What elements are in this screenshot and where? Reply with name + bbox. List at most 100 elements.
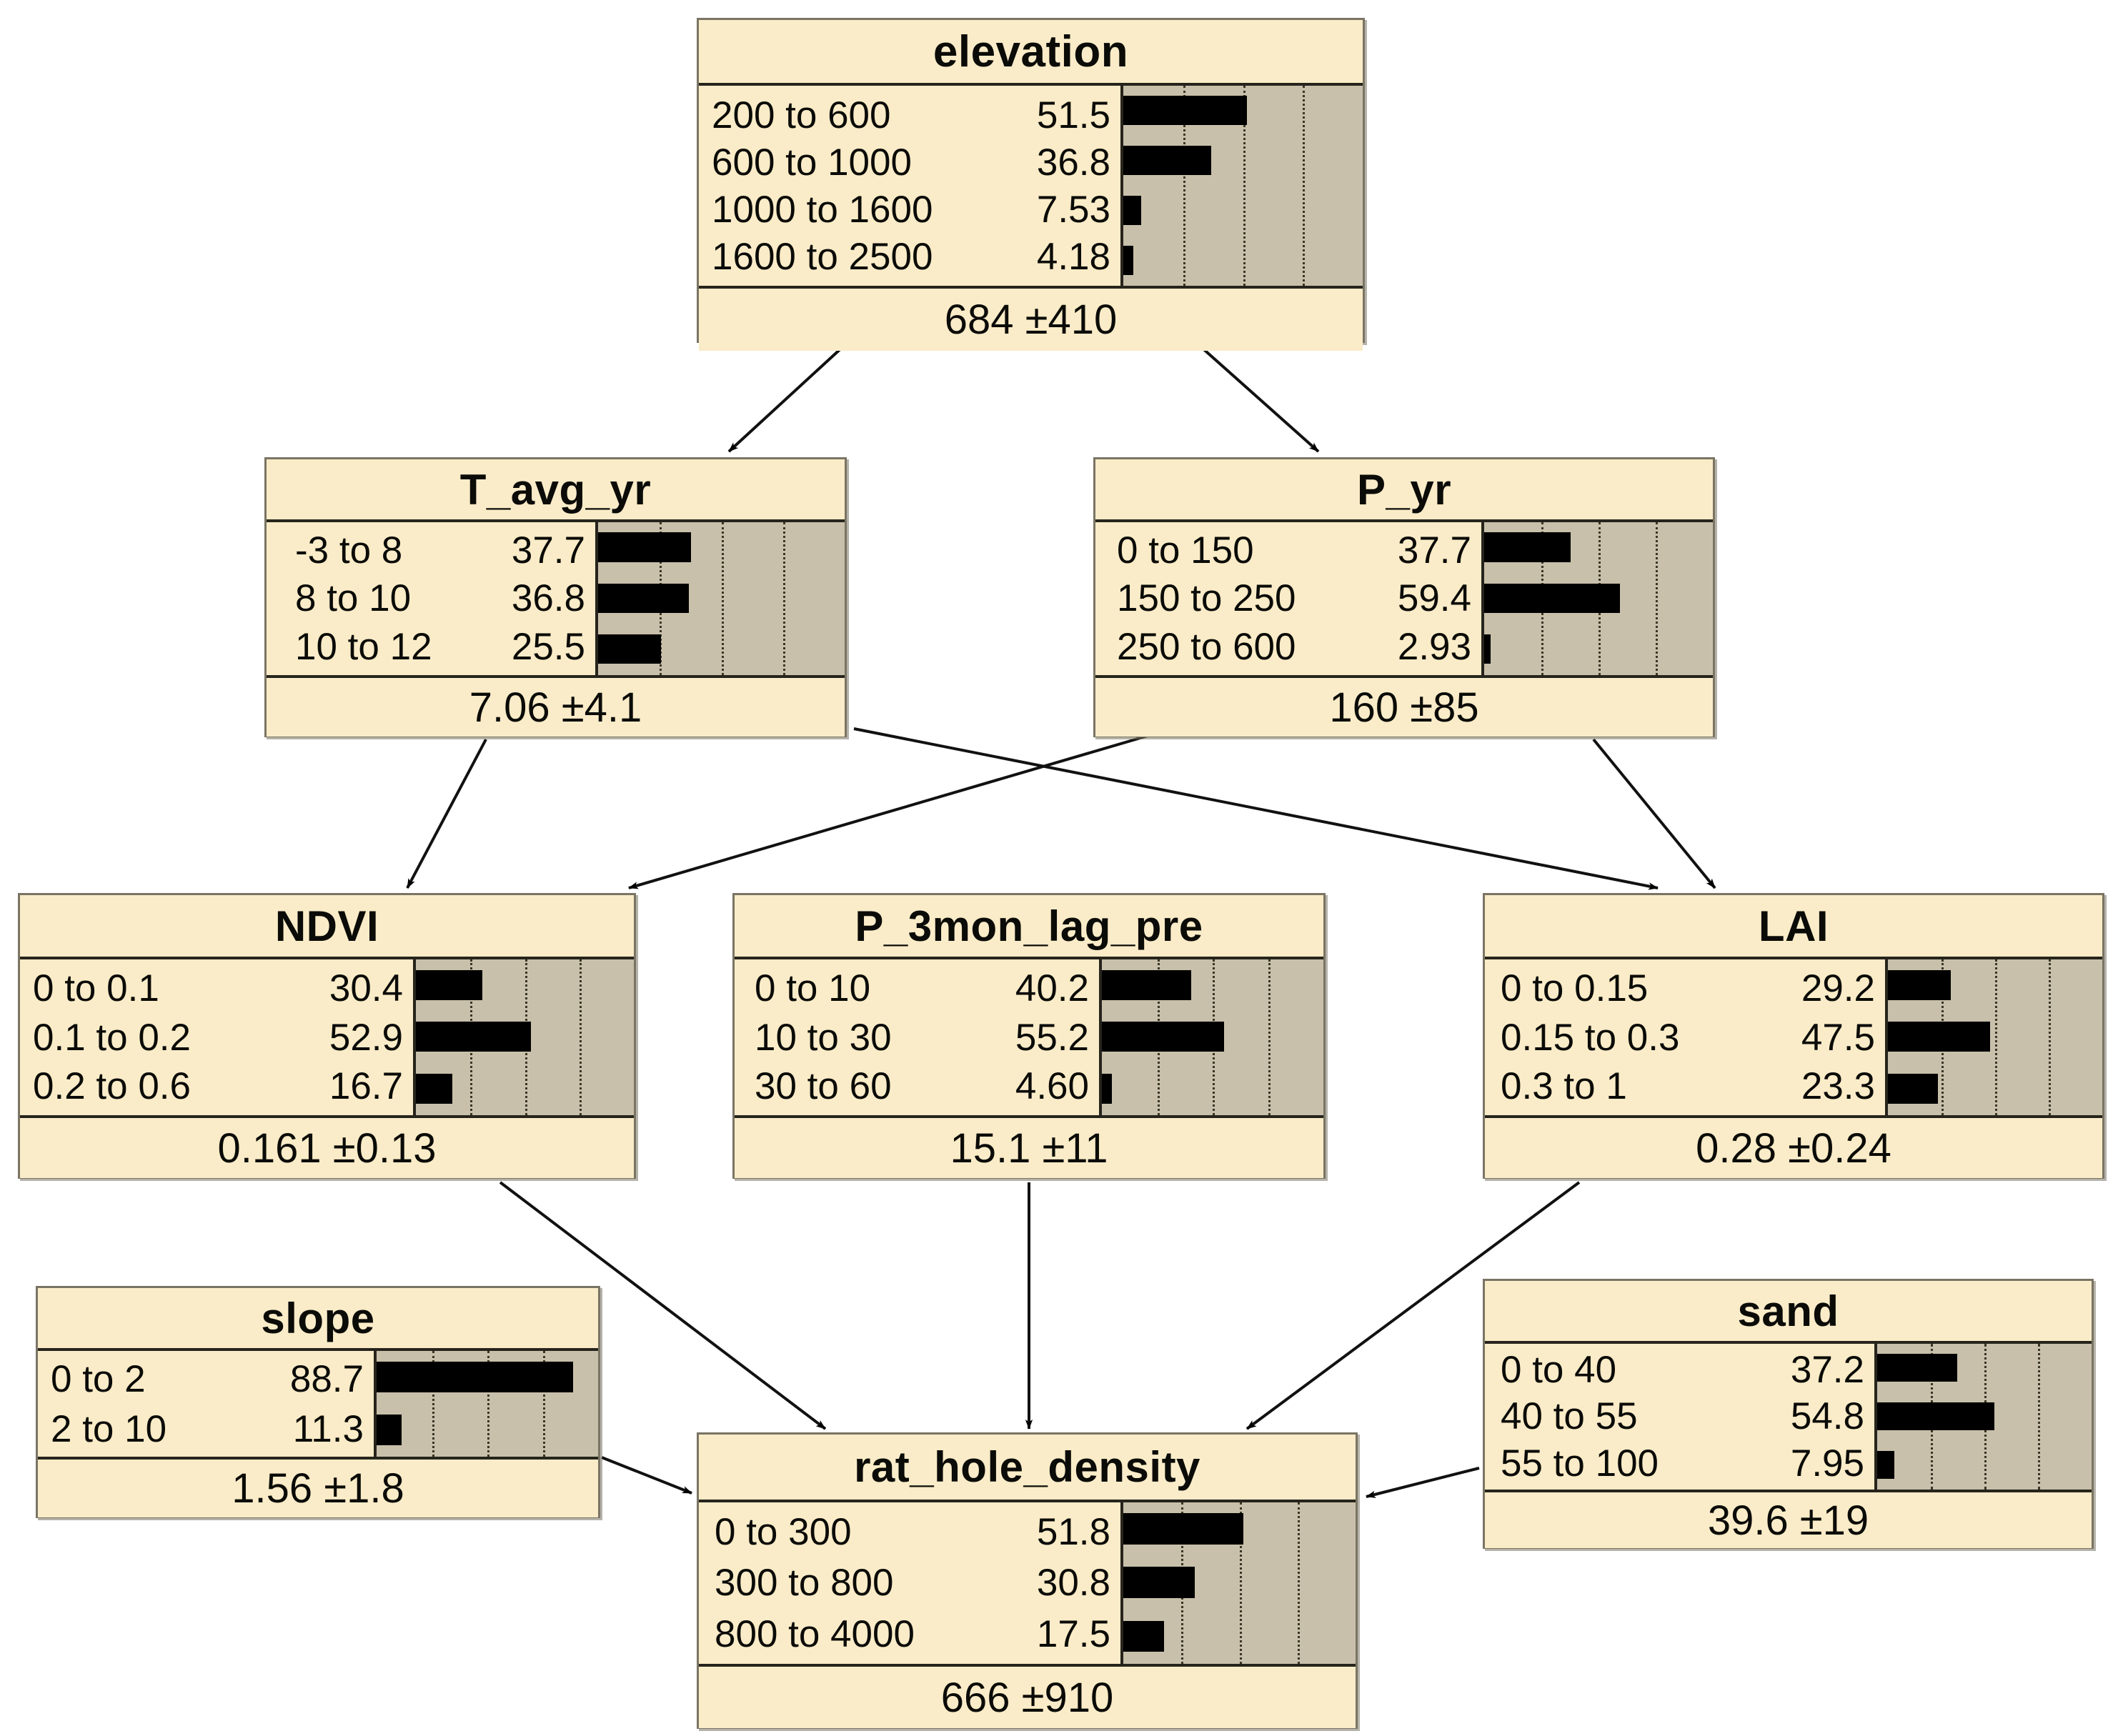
- bar: [416, 1022, 532, 1052]
- node-slope[interactable]: slope 0 to 2 88.7 2 to 10 11.3 1.56 ±1.8: [36, 1286, 600, 1518]
- state-label: 0 to 2: [51, 1357, 146, 1400]
- state-label: 800 to 4000: [715, 1612, 915, 1655]
- gridline: [721, 522, 724, 675]
- edge-elevation-to-T_avg_yr: [727, 345, 845, 453]
- state-label: 0.3 to 1: [1501, 1065, 1627, 1108]
- state-value: 17.5: [1036, 1612, 1110, 1655]
- bar-track: [1123, 1567, 1356, 1599]
- state-value: 40.2: [1015, 967, 1089, 1009]
- state-value: 30.4: [329, 967, 403, 1009]
- bar-track: [416, 1073, 634, 1104]
- state-label: 1600 to 2500: [712, 235, 933, 278]
- state-value: 4.60: [1015, 1065, 1089, 1108]
- state-value: 4.18: [1036, 235, 1110, 278]
- bar-track: [1888, 1022, 2102, 1052]
- state-labels-slope: 0 to 2 88.7 2 to 10 11.3: [38, 1351, 374, 1457]
- bar-chart-T_avg_yr: [595, 522, 845, 675]
- bar: [1484, 583, 1621, 613]
- gridline: [782, 522, 785, 675]
- state-label: 0 to 0.1: [33, 967, 159, 1009]
- bar-track: [1484, 532, 1713, 562]
- bar: [598, 532, 692, 562]
- bar: [1484, 634, 1491, 664]
- state-label: 0.1 to 0.2: [33, 1016, 192, 1059]
- node-sand[interactable]: sand 0 to 40 37.2 40 to 55 54.8 55 to 10…: [1483, 1279, 2094, 1549]
- state-label: 0.15 to 0.3: [1501, 1016, 1680, 1059]
- node-T_avg_yr[interactable]: T_avg_yr -3 to 8 37.7 8 to 10 36.8 10 to…: [264, 457, 847, 737]
- node-title-LAI: LAI: [1485, 895, 2102, 959]
- node-title-NDVI: NDVI: [20, 895, 634, 959]
- state-label: 300 to 800: [715, 1562, 894, 1605]
- gridline: [579, 959, 582, 1115]
- state-row: 0 to 0.15 29.2: [1501, 964, 1875, 1013]
- gridline: [1656, 522, 1658, 675]
- bar-track: [1877, 1450, 2092, 1480]
- node-NDVI[interactable]: NDVI 0 to 0.1 30.4 0.1 to 0.2 52.9 0.2 t…: [18, 893, 636, 1179]
- bar: [1102, 969, 1191, 1000]
- bar: [1102, 1073, 1113, 1104]
- bar: [1888, 969, 1951, 1000]
- state-row: 0 to 300 51.8: [715, 1507, 1110, 1557]
- state-label: 0 to 300: [715, 1511, 852, 1554]
- node-rat_hole_density[interactable]: rat_hole_density 0 to 300 51.8 300 to 80…: [697, 1432, 1358, 1729]
- node-summary-elevation: 684 ±410: [699, 289, 1363, 351]
- node-P_3mon_lag_pre[interactable]: P_3mon_lag_pre 0 to 10 40.2 10 to 30 55.…: [732, 893, 1326, 1179]
- state-label: 10 to 30: [755, 1016, 892, 1059]
- state-label: 1000 to 1600: [712, 188, 933, 231]
- node-P_yr[interactable]: P_yr 0 to 150 37.7 150 to 250 59.4 250 t…: [1093, 457, 1715, 737]
- state-label: 150 to 250: [1117, 577, 1296, 620]
- node-LAI[interactable]: LAI 0 to 0.15 29.2 0.15 to 0.3 47.5 0.3 …: [1483, 893, 2104, 1179]
- gridline: [487, 1351, 489, 1457]
- state-row: 250 to 600 2.93: [1117, 623, 1471, 671]
- bar-track: [1888, 969, 2102, 1000]
- state-row: 55 to 100 7.95: [1501, 1440, 1864, 1487]
- state-label: 600 to 1000: [712, 141, 912, 184]
- state-value: 2.93: [1397, 625, 1471, 668]
- state-labels-LAI: 0 to 0.15 29.2 0.15 to 0.3 47.5 0.3 to 1…: [1485, 959, 1885, 1115]
- node-body-slope: 0 to 2 88.7 2 to 10 11.3: [38, 1351, 598, 1460]
- state-value: 36.8: [1036, 141, 1110, 184]
- node-body-NDVI: 0 to 0.1 30.4 0.1 to 0.2 52.9 0.2 to 0.6…: [20, 959, 634, 1118]
- state-labels-NDVI: 0 to 0.1 30.4 0.1 to 0.2 52.9 0.2 to 0.6…: [20, 959, 413, 1115]
- bar: [1102, 1022, 1225, 1052]
- state-row: 40 to 55 54.8: [1501, 1393, 1864, 1440]
- node-title-slope: slope: [38, 1288, 598, 1351]
- state-row: 0.3 to 1 23.3: [1501, 1062, 1875, 1111]
- state-row: 0 to 0.1 30.4: [33, 964, 403, 1013]
- state-label: 10 to 12: [295, 625, 432, 668]
- state-value: 55.2: [1015, 1016, 1089, 1059]
- node-summary-P_yr: 160 ±85: [1095, 678, 1713, 737]
- node-body-P_yr: 0 to 150 37.7 150 to 250 59.4 250 to 600…: [1095, 522, 1713, 678]
- state-row: 0 to 150 37.7: [1117, 527, 1471, 574]
- state-label: 0 to 150: [1117, 529, 1254, 572]
- state-row: 150 to 250 59.4: [1117, 574, 1471, 622]
- state-label: 0 to 40: [1501, 1349, 1617, 1392]
- state-label: 0.2 to 0.6: [33, 1065, 192, 1108]
- state-value: 59.4: [1397, 577, 1471, 620]
- state-row: 8 to 10 36.8: [295, 574, 585, 622]
- bar: [1123, 96, 1247, 125]
- node-elevation[interactable]: elevation 200 to 600 51.5 600 to 1000 36…: [697, 18, 1365, 351]
- state-label: 55 to 100: [1501, 1442, 1659, 1485]
- node-body-elevation: 200 to 600 51.5 600 to 1000 36.8 1000 to…: [699, 86, 1363, 289]
- state-labels-P_yr: 0 to 150 37.7 150 to 250 59.4 250 to 600…: [1095, 522, 1481, 675]
- gridline: [1297, 1502, 1300, 1664]
- bar: [1123, 1620, 1164, 1652]
- state-row: 1000 to 1600 7.53: [712, 186, 1110, 233]
- bar: [1123, 246, 1133, 275]
- gridline: [1268, 959, 1271, 1115]
- state-value: 37.7: [511, 529, 585, 572]
- state-row: 0.2 to 0.6 16.7: [33, 1062, 403, 1111]
- bar-chart-slope: [374, 1351, 598, 1457]
- bar-track: [377, 1414, 598, 1445]
- state-value: 7.53: [1036, 188, 1110, 231]
- bar: [1123, 1567, 1195, 1599]
- gridline: [2049, 959, 2051, 1115]
- node-summary-NDVI: 0.161 ±0.13: [20, 1118, 634, 1178]
- state-value: 54.8: [1790, 1395, 1864, 1438]
- state-value: 25.5: [511, 625, 585, 668]
- bar: [1123, 146, 1212, 175]
- node-summary-LAI: 0.28 ±0.24: [1485, 1118, 2102, 1178]
- state-label: -3 to 8: [295, 529, 403, 572]
